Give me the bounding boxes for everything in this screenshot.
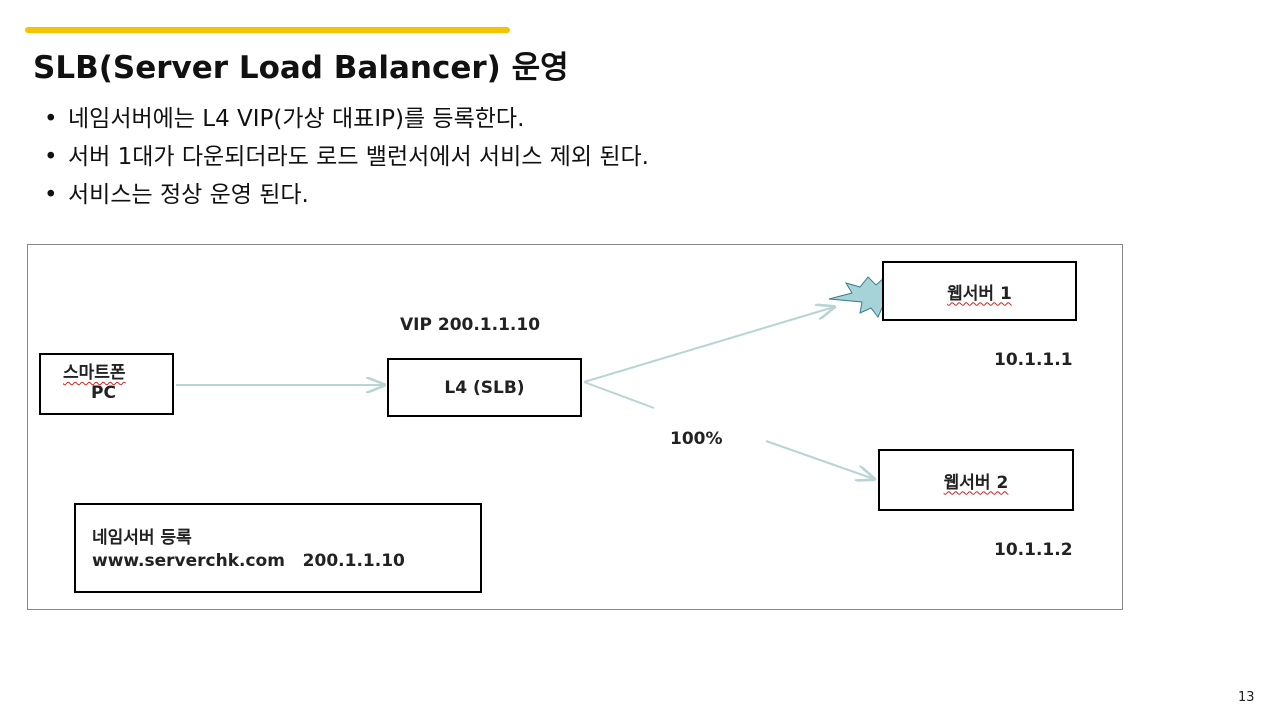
vip-label: VIP 200.1.1.10 — [400, 315, 541, 335]
server1-box: 웹서버 1 — [882, 261, 1077, 321]
bullet-text: 서비스는 정상 운영 된다. — [68, 182, 309, 208]
slide-title: SLB(Server Load Balancer) 운영 — [33, 50, 569, 86]
server1-label: 웹서버 1 — [947, 283, 1012, 304]
bullet-item: •서버 1대가 다운되더라도 로드 밸런서에서 서비스 제외 된다. — [44, 144, 649, 170]
traffic-percent-label: 100% — [670, 429, 723, 449]
bullet-item: •네임서버에는 L4 VIP(가상 대표IP)를 등록한다. — [44, 106, 525, 132]
client-box: 스마트폰 PC — [39, 353, 174, 415]
bullet-item: •서비스는 정상 운영 된다. — [44, 182, 309, 208]
l4-box: L4 (SLB) — [387, 358, 582, 417]
bullet-list: •네임서버에는 L4 VIP(가상 대표IP)를 등록한다. •서버 1대가 다… — [44, 100, 649, 214]
server2-box: 웹서버 2 — [878, 449, 1074, 511]
slb-diagram: 스마트폰 PC VIP 200.1.1.10 L4 (SLB) 웹서버 1 10… — [27, 244, 1123, 610]
server2-label: 웹서버 2 — [943, 472, 1009, 493]
l4-label: L4 (SLB) — [444, 377, 525, 398]
bullet-text: 네임서버에는 L4 VIP(가상 대표IP)를 등록한다. — [68, 106, 525, 132]
arrow-l4-to-server1 — [583, 307, 834, 383]
dns-label-line1: 네임서버 등록 — [92, 528, 192, 548]
server1-ip: 10.1.1.1 — [994, 350, 1073, 370]
server2-ip: 10.1.1.2 — [994, 540, 1073, 560]
dns-label-line2: www.serverchk.com 200.1.1.10 — [92, 551, 405, 571]
page-number: 13 — [1238, 690, 1255, 705]
arrow-l4-to-server2-a — [583, 381, 655, 409]
accent-bar — [25, 27, 510, 33]
client-label-line1: 스마트폰 — [63, 363, 126, 383]
client-label-line2: PC — [91, 383, 116, 403]
bullet-text: 서버 1대가 다운되더라도 로드 밸런서에서 서비스 제외 된다. — [68, 144, 649, 170]
arrow-l4-to-server2-b — [765, 440, 874, 479]
dns-box: 네임서버 등록 www.serverchk.com 200.1.1.10 — [74, 503, 482, 593]
